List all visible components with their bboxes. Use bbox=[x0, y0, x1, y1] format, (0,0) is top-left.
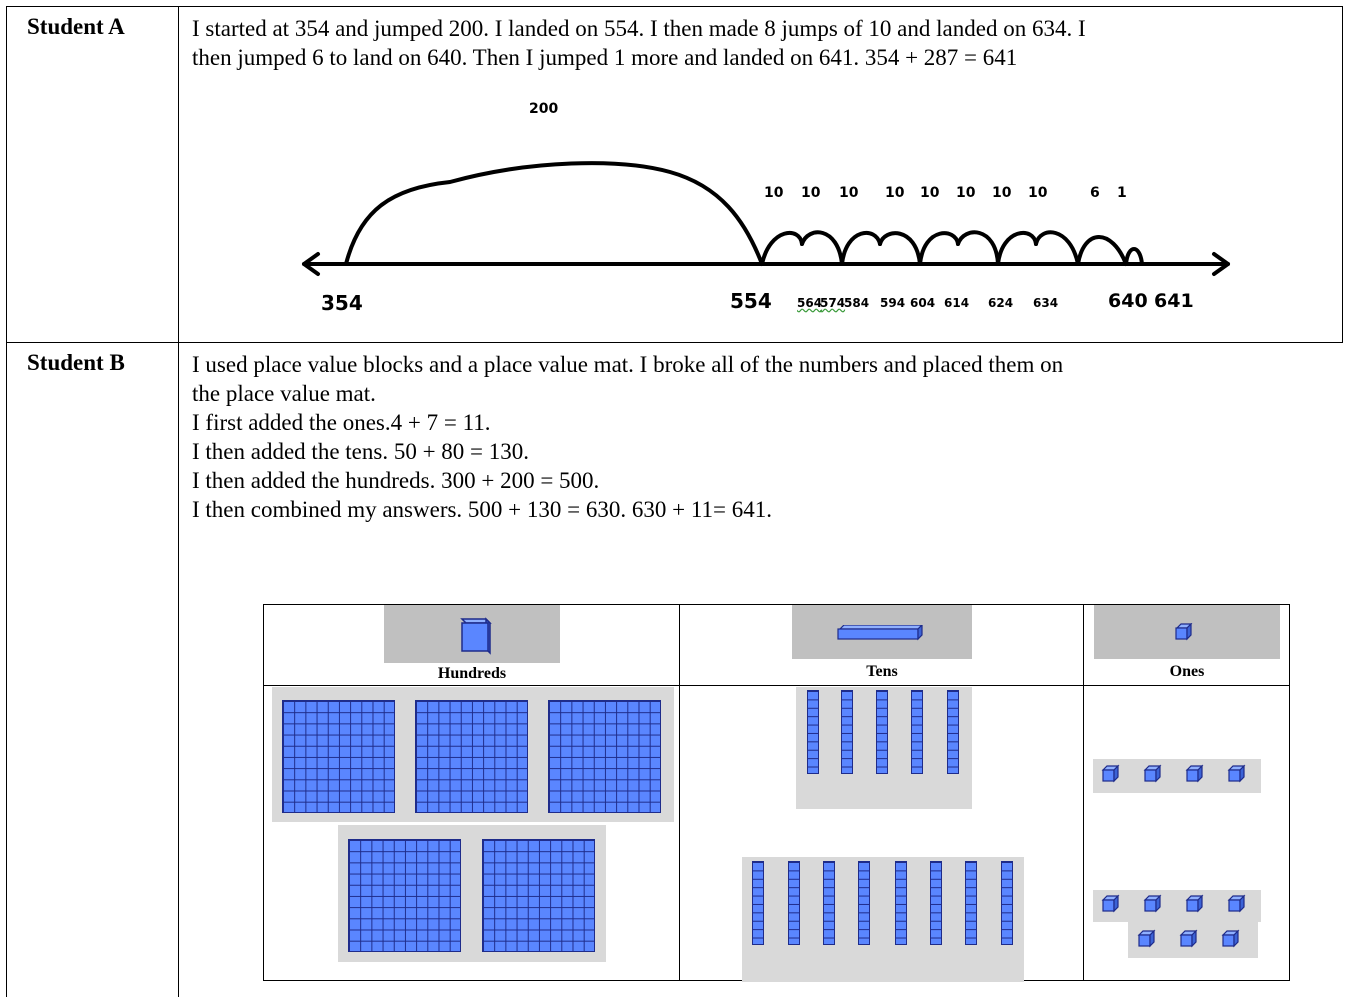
tick-number-label: 574 bbox=[820, 296, 846, 310]
hundred-flat bbox=[482, 839, 595, 952]
hundred-flat bbox=[282, 700, 395, 813]
tens-header-label: Tens bbox=[866, 663, 898, 680]
jump-label: 10 bbox=[801, 185, 821, 201]
jump-label: 10 bbox=[956, 185, 976, 201]
hundred-flat bbox=[415, 700, 528, 813]
left-arrow-icon bbox=[302, 252, 320, 276]
big-jump-label: 200 bbox=[529, 101, 559, 117]
tick-number-label: 624 bbox=[988, 296, 1014, 310]
ones-header-label: Ones bbox=[1169, 663, 1205, 680]
ten-rod bbox=[807, 690, 819, 774]
hundred-flat bbox=[548, 700, 661, 813]
jump-label: 10 bbox=[839, 185, 859, 201]
tick-number-label: 614 bbox=[944, 296, 970, 310]
tick-number-label: 594 bbox=[880, 296, 906, 310]
ones-bottom-panel bbox=[1093, 890, 1261, 922]
ones-bottom-panel-2 bbox=[1128, 922, 1258, 958]
mat-header-divider bbox=[264, 685, 1289, 686]
unit-cube-icon bbox=[1175, 623, 1193, 641]
tick-number-label: 584 bbox=[844, 296, 870, 310]
ten-rod bbox=[1001, 861, 1013, 945]
start-number-label: 354 bbox=[321, 291, 363, 315]
place-value-mat: Hundreds Tens Ones bbox=[263, 604, 1290, 982]
hundred-flat bbox=[348, 839, 461, 952]
end-number-label: 640 bbox=[1108, 290, 1148, 312]
table-row-divider bbox=[6, 342, 1343, 343]
student-b-line: the place value mat. bbox=[192, 381, 376, 406]
table-border-top bbox=[6, 6, 1343, 7]
hundred-flat-icon bbox=[460, 617, 492, 655]
ten-rod bbox=[911, 690, 923, 774]
jump-label: 10 bbox=[885, 185, 905, 201]
tick-number-label: 634 bbox=[1033, 296, 1059, 310]
hundreds-header-label: Hundreds bbox=[437, 665, 507, 682]
student-b-line: I used place value blocks and a place va… bbox=[192, 352, 1064, 377]
jump-label: 10 bbox=[920, 185, 940, 201]
jump-label: 10 bbox=[1028, 185, 1048, 201]
number-line-drawing bbox=[302, 161, 1230, 276]
table-border-right bbox=[1342, 6, 1343, 343]
student-b-text: I used place value blocks and a place va… bbox=[192, 350, 1340, 524]
tick-number-label: 604 bbox=[910, 296, 936, 310]
ten-rod bbox=[895, 861, 907, 945]
ten-rod bbox=[788, 861, 800, 945]
student-b-line: I then added the hundreds. 300 + 200 = 5… bbox=[192, 468, 600, 493]
student-a-line: then jumped 6 to land on 640. Then I jum… bbox=[192, 45, 1018, 70]
jump-label: 10 bbox=[992, 185, 1012, 201]
student-b-line: I first added the ones.4 + 7 = 11. bbox=[192, 410, 491, 435]
jump-label: 6 bbox=[1090, 185, 1100, 201]
jump-label: 10 bbox=[764, 185, 784, 201]
end-number-label: 641 bbox=[1154, 290, 1194, 312]
mid-number-label: 554 bbox=[730, 289, 772, 313]
ten-rod bbox=[947, 690, 959, 774]
ten-rod bbox=[841, 690, 853, 774]
student-a-label: Student A bbox=[27, 14, 125, 39]
big-jump-arc bbox=[344, 161, 764, 266]
jump-label: 1 bbox=[1117, 185, 1127, 201]
student-a-line: I started at 354 and jumped 200. I lande… bbox=[192, 16, 1086, 41]
tens-bottom-panel bbox=[742, 857, 1024, 982]
ten-rod bbox=[965, 861, 977, 945]
mat-divider bbox=[679, 605, 680, 980]
right-arrow-icon bbox=[1212, 252, 1230, 276]
tick-number-label: 564 bbox=[797, 296, 823, 310]
ten-rod-icon bbox=[837, 625, 923, 641]
student-b-line: I then combined my answers. 500 + 130 = … bbox=[192, 497, 772, 522]
student-a-text: I started at 354 and jumped 200. I lande… bbox=[192, 14, 1340, 72]
ones-top-panel bbox=[1093, 759, 1261, 793]
student-b-label: Student B bbox=[27, 350, 125, 375]
ten-rod bbox=[876, 690, 888, 774]
table-column-divider bbox=[178, 6, 179, 997]
ten-rod bbox=[823, 861, 835, 945]
mat-divider bbox=[1083, 605, 1084, 980]
ten-rod bbox=[752, 861, 764, 945]
ten-rod bbox=[858, 861, 870, 945]
ten-rod bbox=[930, 861, 942, 945]
table-border-left bbox=[6, 6, 7, 997]
student-b-line: I then added the tens. 50 + 80 = 130. bbox=[192, 439, 530, 464]
